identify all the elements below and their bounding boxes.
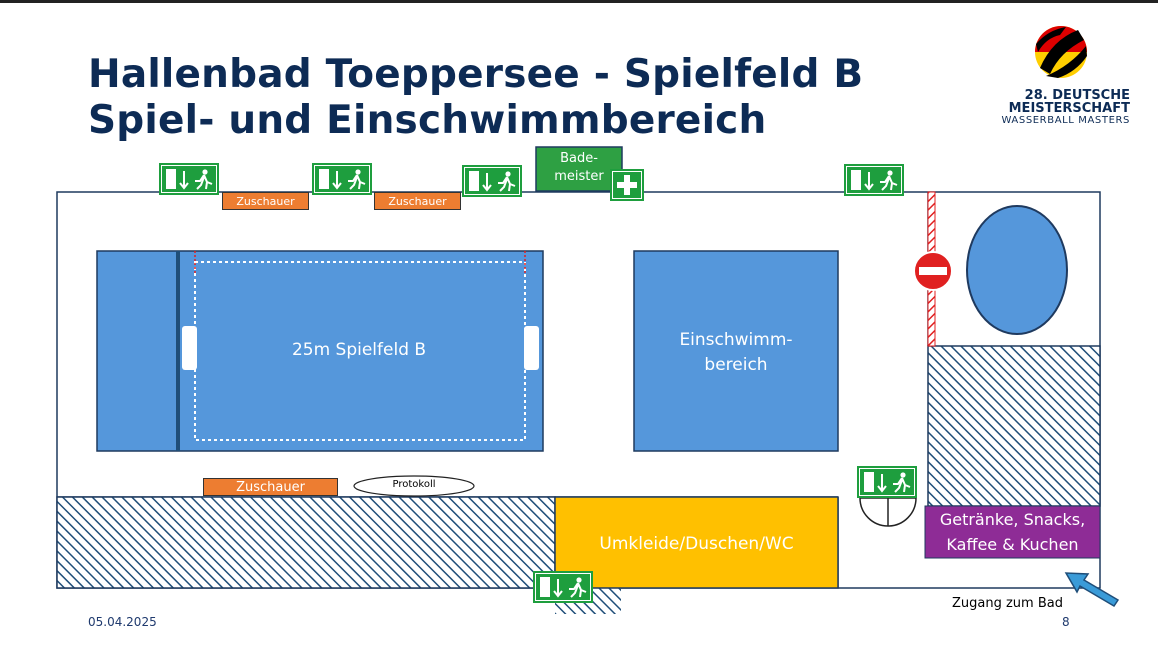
- changing-rooms-label: Umkleide/Duschen/WC: [599, 534, 794, 554]
- page-title-line-2: Spiel- und Einschwimmbereich: [88, 98, 767, 143]
- spectators-area-1: Zuschauer: [222, 192, 309, 210]
- changing-rooms: [554, 496, 839, 589]
- warmup-pool-label-2: bereich: [704, 355, 768, 375]
- emergency-exit-icon: [533, 571, 593, 603]
- top-border: [0, 0, 1158, 3]
- main-pool-label: 25m Spielfeld B: [291, 340, 427, 360]
- main-pool: [96, 250, 544, 452]
- page-title-line-1: Hallenbad Toeppersee - Spielfeld B: [88, 52, 864, 97]
- kiosk-label-2: Kaffee & Kuchen: [946, 535, 1079, 554]
- door-icon: [859, 497, 917, 527]
- lifeguard-room: [535, 146, 623, 192]
- protocol-table: [353, 475, 475, 497]
- logo-text-line-3: WASSERBALL MASTERS: [1001, 115, 1130, 126]
- footer-page-number: 8: [1062, 615, 1070, 629]
- goal-left: [182, 326, 197, 370]
- emergency-exit-icon: [159, 163, 219, 195]
- warmup-pool: [633, 250, 839, 452]
- goal-right: [524, 326, 539, 370]
- emergency-exit-icon: [462, 165, 522, 197]
- lifeguard-label-1: Bade-: [560, 151, 598, 166]
- spectators-area-3: Zuschauer: [203, 478, 338, 496]
- hatched-area-right: [927, 345, 1101, 507]
- entrance-arrow-icon: [1064, 572, 1120, 608]
- logo-text-line-2: MEISTERSCHAFT: [1008, 101, 1130, 116]
- hatched-area-bottom-left: [56, 496, 556, 589]
- first-aid-icon: [610, 169, 644, 201]
- emergency-exit-icon: [312, 163, 372, 195]
- kiosk: [924, 505, 1101, 559]
- round-pool: [966, 205, 1068, 335]
- spectators-area-2: Zuschauer: [374, 192, 461, 210]
- kiosk-label-1: Getränke, Snacks,: [939, 510, 1086, 529]
- warmup-pool-label-1: Einschwimm-: [679, 330, 793, 350]
- logo-text-line-1: 28. DEUTSCHE: [1024, 88, 1130, 103]
- lifeguard-label-2: meister: [554, 169, 604, 184]
- protocol-label: Protokoll: [392, 479, 436, 490]
- emergency-exit-icon: [857, 466, 917, 498]
- entrance-label: Zugang zum Bad: [952, 596, 1063, 611]
- emergency-exit-icon: [844, 164, 904, 196]
- no-entry-icon: [913, 251, 953, 291]
- footer-date: 05.04.2025: [88, 615, 157, 629]
